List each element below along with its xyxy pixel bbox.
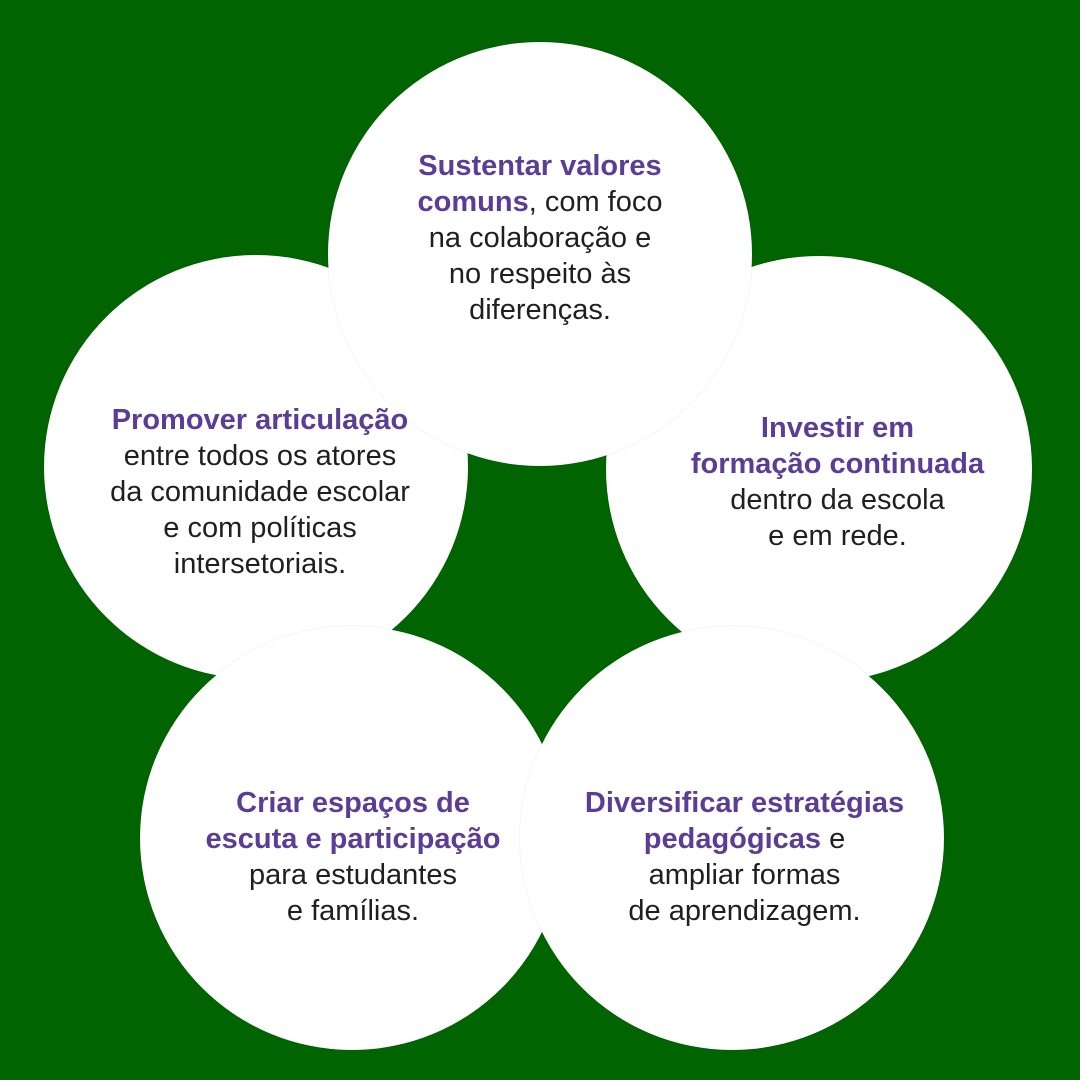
highlight-text: comuns: [417, 186, 529, 218]
body-text: e famílias.: [286, 895, 420, 927]
body-text: diferenças.: [469, 294, 611, 326]
text-investir-formacao: Investir em formação continuada dentro d…: [650, 410, 1025, 554]
body-text: da comunidade escolar: [110, 476, 410, 508]
highlight-text: Investir em: [760, 412, 915, 444]
highlight-text: Promover articulação: [111, 404, 409, 436]
circle-sustentar-valores: [328, 42, 752, 466]
text-promover-articulacao: Promover articulação entre todos os ator…: [70, 402, 450, 582]
text-criar-espacos: Criar espaços de escuta e participação p…: [168, 785, 538, 929]
body-text: entre todos os atores: [123, 440, 397, 472]
body-text: e com políticas: [163, 512, 357, 544]
body-text: e: [821, 823, 846, 855]
text-diversificar-estrategias: Diversificar estratégias pedagógicas e a…: [562, 785, 927, 929]
body-text: na colaboração e: [428, 222, 652, 254]
text-sustentar-valores: Sustentar valores comuns, com foco na co…: [360, 148, 720, 328]
highlight-text: pedagógicas: [643, 823, 822, 855]
body-text: intersetoriais.: [173, 548, 347, 580]
body-text: ampliar formas: [648, 859, 841, 891]
body-text: e em rede.: [768, 520, 907, 552]
circle-criar-espacos: [140, 626, 564, 1050]
body-text: , com foco: [528, 186, 663, 218]
highlight-text: Sustentar valores: [418, 150, 662, 182]
highlight-text: escuta e participação: [205, 823, 501, 855]
circle-diversificar-estrategias: [520, 626, 944, 1050]
highlight-text: Criar espaços de: [236, 787, 470, 819]
highlight-text: formação continuada: [690, 448, 985, 480]
body-text: para estudantes: [249, 859, 457, 891]
body-text: de aprendizagem.: [628, 895, 861, 927]
highlight-text: Diversificar estratégias: [584, 787, 905, 819]
body-text: dentro da escola: [730, 484, 945, 516]
body-text: no respeito às: [448, 258, 632, 290]
